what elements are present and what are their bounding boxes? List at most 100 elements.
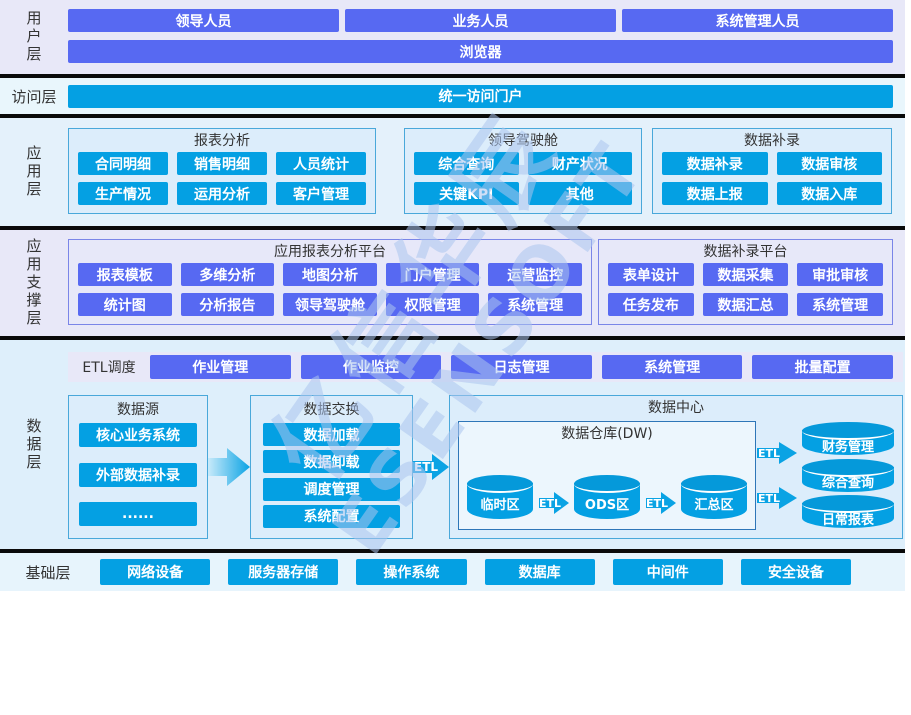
etl-arrows-column: ETL ETL [756, 421, 798, 530]
group-grid: 数据补录 数据审核 数据上报 数据入库 [662, 152, 882, 205]
module-node: 作业管理 [150, 355, 291, 379]
svg-text:ETL: ETL [646, 497, 668, 510]
module-node: 运用分析 [177, 182, 267, 205]
group-grid: 综合查询 财产状况 关键KPI 其他 [414, 152, 632, 205]
module-node: 地图分析 [283, 263, 377, 286]
application-layer-band: 应用层 报表分析 合同明细 销售明细 人员统计 生产情况 运用分析 客户管理 领… [0, 118, 905, 226]
group-items: 数据加载 数据卸载 调度管理 系统配置 [263, 423, 400, 528]
support-layer-band: 应用支撑层 应用报表分析平台 报表模板 多维分析 地图分析 门户管理 运营监控 … [0, 230, 905, 336]
user-layer-label: 用户层 [24, 10, 43, 64]
svg-text:ETL: ETL [758, 492, 780, 505]
group-grid: 报表模板 多维分析 地图分析 门户管理 运营监控 统计图 分析报告 领导驾驶舱 … [78, 263, 582, 316]
group-title: 数据补录平台 [703, 244, 788, 260]
etl-arrow-icon: ETL [413, 449, 449, 485]
etl-arrow-icon: ETL [645, 487, 676, 519]
data-source-group: 数据源 核心业务系统 外部数据补录 ...... [68, 395, 208, 539]
infra-node: 数据库 [484, 559, 595, 585]
database-cylinder: ODS区 [574, 475, 640, 519]
module-node: 系统配置 [263, 504, 400, 528]
module-node: 关键KPI [414, 182, 519, 205]
group-grid: 表单设计 数据采集 审批审核 任务发布 数据汇总 系统管理 [608, 263, 883, 316]
support-layer-content: 应用报表分析平台 报表模板 多维分析 地图分析 门户管理 运营监控 统计图 分析… [68, 230, 905, 336]
data-layer-label: 数据层 [24, 417, 43, 472]
report-platform-group: 应用报表分析平台 报表模板 多维分析 地图分析 门户管理 运营监控 统计图 分析… [68, 239, 592, 325]
user-role-node: 系统管理人员 [622, 9, 893, 32]
module-node: 合同明细 [78, 152, 168, 175]
module-node: 审批审核 [797, 263, 883, 286]
group-title: 数据仓库(DW) [561, 426, 653, 442]
layer-separator [0, 74, 905, 78]
svg-text:ETL: ETL [539, 497, 561, 510]
group-title: 数据补录 [744, 133, 800, 149]
cockpit-group: 领导驾驶舱 综合查询 财产状况 关键KPI 其他 [404, 128, 642, 214]
module-node: 外部数据补录 [79, 462, 197, 487]
database-cylinder: 日常报表 [802, 495, 894, 528]
module-node: 数据加载 [263, 423, 400, 446]
data-center-row: 数据仓库(DW) 临时区 ETL ODS区 [458, 421, 894, 530]
etl-arrow-icon: ETL [757, 485, 797, 511]
module-node: 任务发布 [608, 293, 694, 316]
layer-separator [0, 226, 905, 230]
module-node: 人员统计 [276, 152, 366, 175]
module-node: 系统管理 [601, 355, 743, 379]
module-node: 数据采集 [702, 263, 789, 286]
module-node: 批量配置 [752, 355, 893, 379]
module-node: 数据卸载 [263, 450, 400, 474]
group-title: 领导驾驶舱 [488, 133, 558, 149]
etl-arrow-icon: ETL [757, 440, 797, 466]
output-cylinders-column: 财务管理 综合查询 日常报表 [798, 421, 894, 530]
module-node: ...... [79, 502, 197, 526]
module-node: 门户管理 [385, 263, 480, 286]
application-layer-label: 应用层 [24, 145, 43, 199]
access-layer-label: 访问层 [11, 87, 57, 106]
database-cylinder: 汇总区 [681, 475, 747, 519]
data-supplement-group: 数据补录 数据补录 数据审核 数据上报 数据入库 [652, 128, 892, 214]
module-node: 财产状况 [527, 152, 632, 175]
access-layer-content: 统一访问门户 [68, 78, 905, 114]
group-items: 核心业务系统 外部数据补录 ...... [79, 423, 197, 526]
layer-separator [0, 549, 905, 553]
module-node: 系统管理 [488, 293, 582, 316]
report-analysis-group: 报表分析 合同明细 销售明细 人员统计 生产情况 运用分析 客户管理 [68, 128, 376, 214]
data-center-group: 数据中心 数据仓库(DW) 临时区 ETL [449, 395, 903, 539]
group-title: 数据中心 [648, 400, 704, 416]
module-node: 数据审核 [776, 152, 882, 175]
module-node: 权限管理 [385, 293, 480, 316]
module-node: 综合查询 [414, 152, 519, 175]
user-role-node: 领导人员 [68, 9, 339, 32]
module-node: 其他 [527, 182, 632, 205]
supplement-platform-group: 数据补录平台 表单设计 数据采集 审批审核 任务发布 数据汇总 系统管理 [598, 239, 893, 325]
module-node: 数据补录 [662, 152, 768, 175]
group-title: 数据交换 [303, 402, 360, 418]
base-layer-content: 网络设备 服务器存储 操作系统 数据库 中间件 安全设备 [96, 553, 905, 591]
base-layer-label: 基础层 [25, 563, 71, 582]
data-layer-content: ETL调度 作业管理 作业监控 日志管理 系统管理 批量配置 数据源 核心业务系… [68, 340, 911, 549]
module-node: 生产情况 [78, 182, 168, 205]
group-title: 应用报表分析平台 [274, 244, 386, 260]
module-node: 日志管理 [451, 355, 592, 379]
module-node: 销售明细 [177, 152, 267, 175]
architecture-diagram: 用户层 领导人员 业务人员 系统管理人员 浏览器 访问层 统一访问门户 应用层 … [0, 0, 905, 591]
user-role-node: 业务人员 [345, 9, 616, 32]
infra-node: 操作系统 [356, 559, 467, 585]
infra-node: 网络设备 [100, 559, 211, 585]
user-roles-row: 领导人员 业务人员 系统管理人员 [68, 9, 893, 32]
data-layer-band: 数据层 ETL调度 作业管理 作业监控 日志管理 系统管理 批量配置 数据源 核… [0, 340, 905, 549]
module-node: 领导驾驶舱 [283, 293, 377, 316]
module-node: 运营监控 [488, 263, 582, 286]
module-node: 作业监控 [300, 355, 442, 379]
user-layer-content: 领导人员 业务人员 系统管理人员 浏览器 [68, 0, 905, 74]
browser-node: 浏览器 [68, 40, 893, 63]
access-layer-band: 访问层 统一访问门户 [0, 78, 905, 114]
module-node: 数据入库 [776, 182, 882, 205]
database-cylinder: 临时区 [467, 475, 533, 519]
module-node: 数据上报 [662, 182, 768, 205]
etl-schedule-label: ETL调度 [82, 360, 136, 376]
svg-text:ETL: ETL [414, 460, 438, 474]
module-node: 多维分析 [180, 263, 275, 286]
module-node: 系统管理 [797, 293, 883, 316]
support-layer-label: 应用支撑层 [24, 238, 43, 328]
user-layer-band: 用户层 领导人员 业务人员 系统管理人员 浏览器 [0, 0, 905, 74]
flow-arrow-icon [208, 444, 250, 490]
module-node: 调度管理 [263, 477, 400, 501]
